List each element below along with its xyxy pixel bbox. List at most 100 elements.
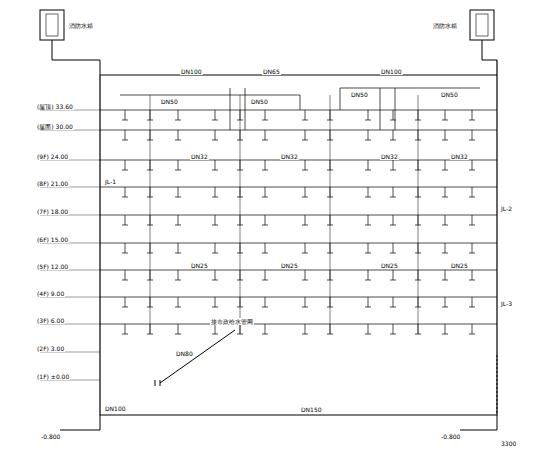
branch-pipe (125, 297, 126, 307)
branch-pipe (442, 120, 448, 121)
branch-pipe (340, 88, 480, 89)
branch-pipe (390, 197, 396, 198)
branch-pipe (393, 187, 394, 197)
branch-pipe (175, 225, 181, 226)
branch-pipe (472, 270, 473, 280)
drawing-label: DN80 (175, 350, 194, 357)
drawing-label: -0.800 (40, 433, 61, 440)
branch-pipe (365, 120, 371, 121)
branch-pipe (178, 187, 179, 197)
branch-pipe (212, 140, 218, 141)
branch-pipe (390, 225, 396, 226)
drawing-label: (屋面) 30.00 (36, 123, 74, 130)
branch-pipe (472, 243, 473, 253)
branch-pipe (262, 225, 268, 226)
branch-pipe (472, 215, 473, 225)
branch-pipe (302, 253, 308, 254)
branch-pipe (393, 160, 394, 170)
branch-pipe (178, 270, 179, 280)
branch-pipe (262, 307, 268, 308)
branch-pipe (390, 140, 396, 141)
branch-pipe (472, 297, 473, 307)
branch-pipe (212, 334, 218, 335)
branch-pipe (472, 324, 473, 334)
branch-pipe (122, 197, 128, 198)
branch-pipe (469, 140, 475, 141)
branch-pipe (368, 324, 369, 334)
branch-pipe (442, 280, 448, 281)
branch-pipe (100, 270, 497, 271)
branch-pipe (390, 170, 396, 171)
drawing-label: DN25 (280, 262, 299, 269)
branch-pipe (368, 215, 369, 225)
branch-pipe (215, 187, 216, 197)
branch-pipe (469, 225, 475, 226)
inlet-pipe (60, 415, 100, 430)
branch-pipe (125, 160, 126, 170)
branch-pipe (393, 324, 394, 334)
branch-pipe (302, 225, 308, 226)
branch-pipe (393, 243, 394, 253)
drawing-label: DN65 (262, 68, 281, 75)
branch-pipe (265, 270, 266, 280)
branch-pipe (178, 243, 179, 253)
branch-pipe (393, 297, 394, 307)
branch-pipe (368, 297, 369, 307)
branch-pipe (469, 197, 475, 198)
branch-pipe (302, 334, 308, 335)
branch-pipe (380, 88, 381, 130)
branch-pipe (265, 160, 266, 170)
drawing-label: DN32 (280, 153, 299, 160)
branch-pipe (305, 297, 306, 307)
branch-pipe (368, 160, 369, 170)
branch-pipe (445, 215, 446, 225)
branch-pipe (100, 130, 497, 131)
branch-pipe (100, 297, 497, 298)
branch-pipe (122, 334, 128, 335)
branch-pipe (262, 334, 268, 335)
branch-pipe (178, 130, 179, 140)
branch-pipe (215, 270, 216, 280)
branch-pipe (469, 253, 475, 254)
branch-pipe (302, 170, 308, 171)
branch-pipe (262, 280, 268, 281)
branch-pipe (418, 95, 419, 334)
branch-pipe (365, 334, 371, 335)
branch-pipe (305, 270, 306, 280)
drawing-label: 3300 (500, 440, 517, 447)
branch-pipe (305, 160, 306, 170)
inlet-pipe (160, 330, 235, 383)
branch-pipe (265, 130, 266, 140)
drawing-label: 接市政给水管网 (210, 318, 254, 325)
branch-pipe (445, 130, 446, 140)
drawing-label: DN150 (300, 406, 323, 413)
top-main-pipe (100, 75, 497, 76)
branch-pipe (215, 160, 216, 170)
branch-pipe (305, 187, 306, 197)
branch-pipe (125, 243, 126, 253)
branch-pipe (212, 307, 218, 308)
branch-pipe (215, 130, 216, 140)
branch-pipe (175, 334, 181, 335)
branch-pipe (472, 187, 473, 197)
branch-pipe (469, 334, 475, 335)
branch-pipe (469, 280, 475, 281)
branch-pipe (265, 215, 266, 225)
branch-pipe (365, 170, 371, 171)
branch-pipe (395, 88, 396, 130)
branch-pipe (212, 225, 218, 226)
branch-pipe (469, 170, 475, 171)
branch-pipe (265, 187, 266, 197)
branch-pipe (445, 243, 446, 253)
branch-pipe (445, 297, 446, 307)
drawing-label: DN50 (440, 91, 459, 98)
branch-pipe (393, 270, 394, 280)
branch-pipe (212, 197, 218, 198)
riser-pipe (100, 60, 497, 415)
tank-inner (46, 14, 58, 36)
branch-pipe (305, 215, 306, 225)
branch-pipe (365, 197, 371, 198)
branch-pipe (442, 170, 448, 171)
drawing-label: (7F) 18.00 (36, 208, 69, 215)
water-tank (470, 10, 494, 40)
